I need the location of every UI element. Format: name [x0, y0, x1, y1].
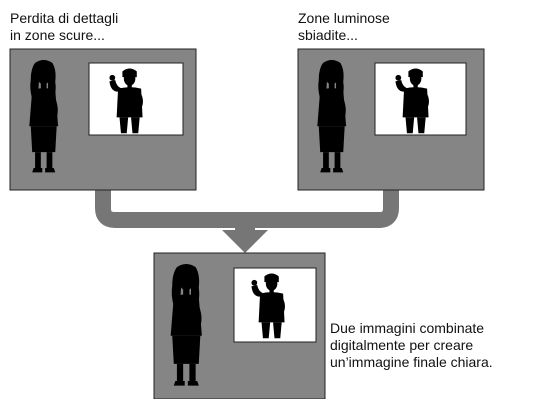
bright-image-caption: Zone luminose sbiadite...: [298, 10, 390, 44]
dark-image-caption: Perdita di dettagli in zone scure...: [10, 10, 118, 44]
bright-caption-line-1: Zone luminose: [298, 10, 390, 26]
dark-panel: [9, 48, 197, 191]
result-caption-line-3: un’immagine finale chiara.: [330, 354, 493, 370]
merge-arrow-icon: [95, 190, 399, 253]
washed-out-panel: [297, 48, 485, 191]
dark-caption-line-2: in zone scure...: [10, 27, 105, 43]
result-caption: Due immagini combinate digitalmente per …: [330, 320, 493, 371]
bright-caption-line-2: sbiadite...: [298, 27, 358, 43]
result-caption-line-1: Due immagini combinate: [330, 320, 485, 336]
dark-caption-line-1: Perdita di dettagli: [10, 10, 119, 26]
result-caption-line-2: digitalmente per creare: [330, 337, 474, 353]
combined-panel: [153, 252, 326, 399]
